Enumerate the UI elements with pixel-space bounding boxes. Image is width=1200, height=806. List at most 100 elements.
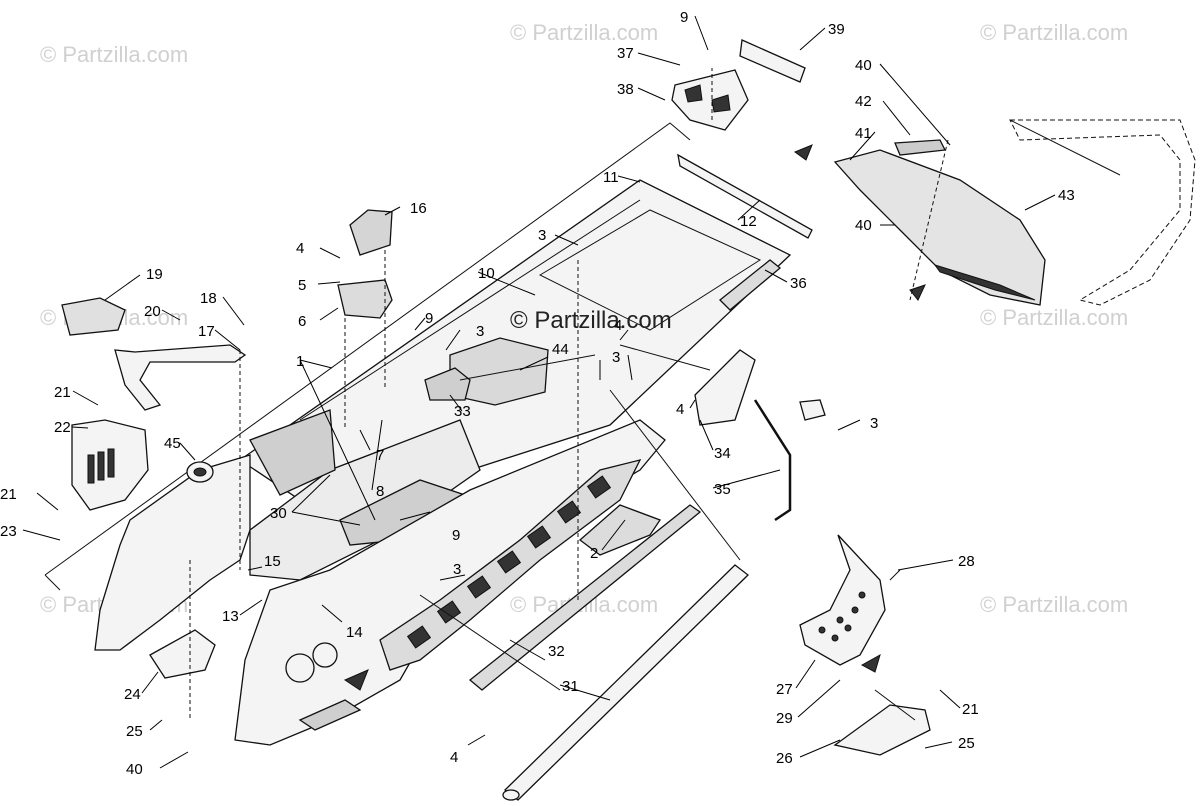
callout-3: 3 [612,349,620,366]
watermark-text: © Partzilla.com [980,592,1128,617]
callout-40: 40 [855,57,872,74]
callout-12: 12 [740,213,757,230]
strip-36 [719,259,782,311]
callout-leaders [22,15,1056,769]
bracket-33 [424,367,471,401]
callout-16: 16 [410,200,427,217]
callout-44: 44 [552,341,569,358]
callout-26: 26 [776,750,793,767]
cover-16 [349,209,393,256]
callout-18: 18 [200,290,217,307]
callout-3: 3 [476,323,484,340]
callout-21: 21 [962,701,979,718]
grommet-45-hole [193,467,207,477]
callout-40: 40 [126,761,143,778]
callout-29: 29 [776,710,793,727]
arrow-marker [909,284,926,301]
cover-26 [833,704,931,756]
callout-19: 19 [146,266,163,283]
decal-42 [894,139,946,156]
callout-5: 5 [298,277,306,294]
callout-20: 20 [144,303,161,320]
chassis-lower-rail [234,419,666,746]
rear-tube-31 [502,564,749,801]
guide-lines [189,68,949,721]
callout-3: 3 [453,561,461,578]
callout-28: 28 [958,553,975,570]
callout-9: 9 [425,310,433,327]
callout-4: 4 [296,240,304,257]
bumper-39 [739,39,806,83]
watermark-text: © Partzilla.com [980,305,1128,330]
callout-4: 4 [676,401,684,418]
callout-40: 40 [855,217,872,234]
callout-43: 43 [1058,187,1075,204]
callout-7: 7 [376,447,384,464]
cover-19 [61,297,126,336]
callout-9: 9 [680,9,688,26]
callout-4: 4 [614,317,622,334]
callout-3: 3 [538,227,546,244]
callout-31: 31 [562,678,579,695]
callout-13: 13 [222,608,239,625]
arrow-marker [860,653,881,673]
callout-21: 21 [0,486,17,503]
latch-3 [799,399,826,421]
arrow-marker [793,144,813,161]
callout-15: 15 [264,553,281,570]
vent-slot [97,451,105,481]
callout-41: 41 [855,125,872,142]
arrow-marker [343,669,369,691]
callout-34: 34 [714,445,731,462]
brand-label: © Partzilla.com [510,307,672,334]
callout-6: 6 [298,313,306,330]
callout-21: 21 [54,384,71,401]
callout-32: 32 [548,643,565,660]
callout-2: 2 [590,545,598,562]
callout-14: 14 [346,624,363,641]
vent-slot [87,454,95,484]
callout-24: 24 [124,686,141,703]
bracket-37 [671,69,749,131]
callout-9: 9 [452,527,460,544]
callout-3: 3 [870,415,878,432]
tunnel-outline-line [44,122,691,591]
callout-17: 17 [198,323,215,340]
callout-1: 1 [296,353,304,370]
callout-36: 36 [790,275,807,292]
callout-4: 4 [450,749,458,766]
callout-25: 25 [958,735,975,752]
callout-45: 45 [164,435,181,452]
bracket-34 [694,349,756,426]
callout-39: 39 [828,21,845,38]
callout-30: 30 [270,505,287,522]
rail-32 [468,504,702,691]
callout-35: 35 [714,481,731,498]
callout-38: 38 [617,81,634,98]
vent-slot [107,448,115,478]
callout-42: 42 [855,93,872,110]
handle-17 [114,344,247,411]
callout-23: 23 [0,523,17,540]
callout-37: 37 [617,45,634,62]
watermark-text: © Partzilla.com [40,42,188,67]
callouts: 1 2 3 3 3 3 3 4 4 4 4 5 6 7 8 9 9 9 10 1… [0,9,1075,778]
watermark-text: © Partzilla.com [980,20,1128,45]
callout-8: 8 [376,483,384,500]
footrest-bracket-27 [799,534,886,666]
bracket-2 [578,504,661,556]
callout-10: 10 [478,265,495,282]
chassis-left-side [94,409,481,651]
callout-22: 22 [54,419,71,436]
callout-27: 27 [776,681,793,698]
watermark-text: © Partzilla.com [510,20,658,45]
tail-section-41 [833,119,1196,306]
strap-35 [753,399,792,522]
callout-25: 25 [126,723,143,740]
callout-33: 33 [454,403,471,420]
bracket-6 [337,279,393,319]
rear-bracket-12 [677,153,813,239]
callout-11: 11 [603,169,619,186]
cover-24 [149,629,216,679]
